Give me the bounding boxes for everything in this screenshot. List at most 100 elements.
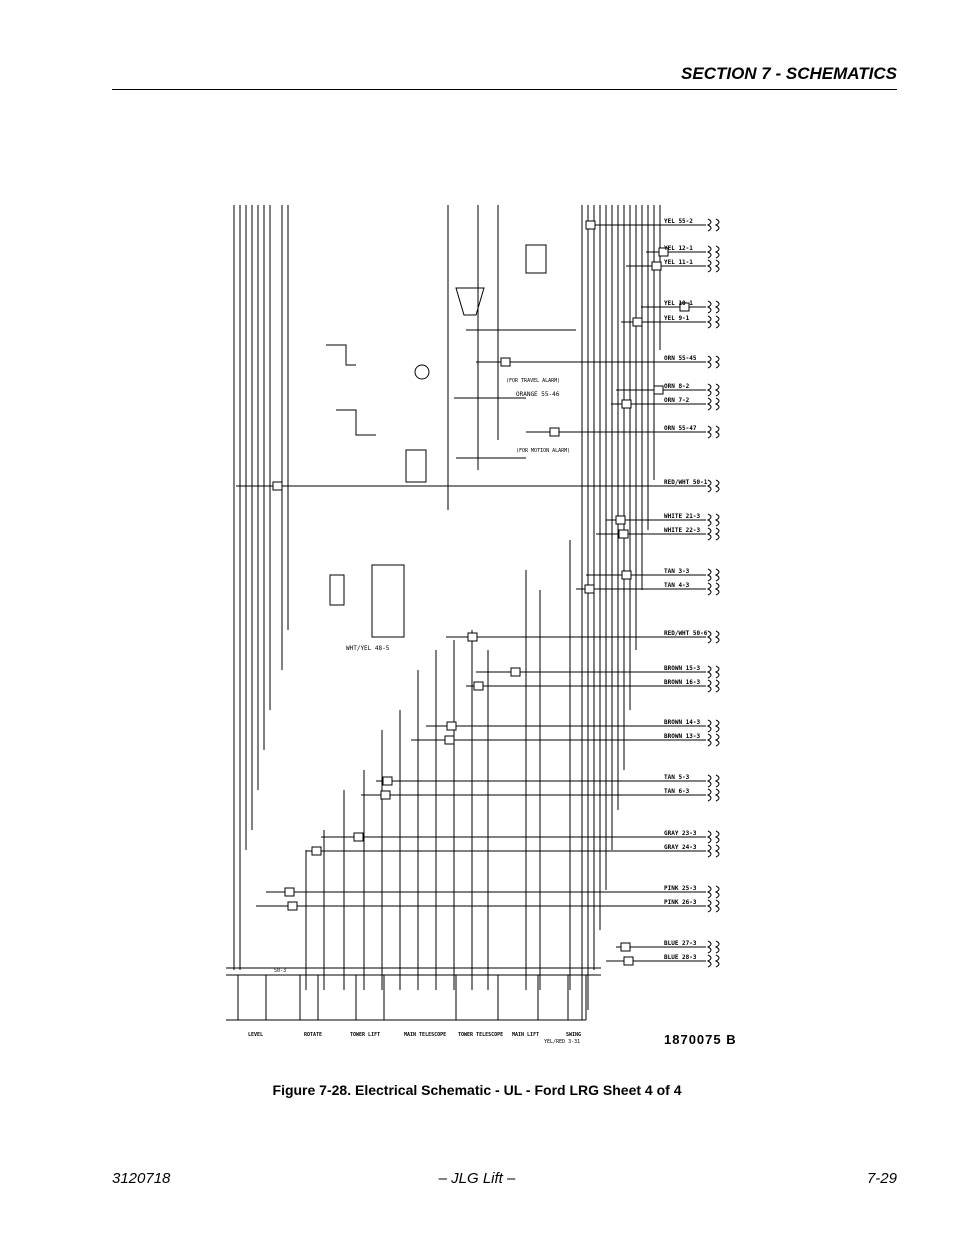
connector-box <box>311 846 322 856</box>
wire-label: WHITE 22-3 <box>664 527 701 534</box>
wire-label: BROWN 15-3 <box>664 665 701 672</box>
connector-box <box>620 942 631 952</box>
wire-label: TAN 4-3 <box>664 582 690 589</box>
wire-label: ORN 55-45 <box>664 355 697 362</box>
wire-label: BROWN 13-3 <box>664 733 701 740</box>
wire-label: WHITE 21-3 <box>664 513 701 520</box>
coil-icon <box>706 315 720 329</box>
connector-box <box>679 302 690 312</box>
horizontal-wires <box>236 224 706 962</box>
bottom-label: MAIN LIFT <box>512 1032 539 1038</box>
wire-label: YEL 55-2 <box>664 218 693 225</box>
bottom-label: SWING <box>566 1032 581 1038</box>
wire-label: ORN 7-2 <box>664 397 690 404</box>
wire-label: YEL 12-1 <box>664 245 693 252</box>
connector-box <box>618 529 629 539</box>
coil-icon <box>706 527 720 541</box>
footer-document-number: 3120718 <box>112 1170 171 1187</box>
wire-label: TAN 3-3 <box>664 568 690 575</box>
coil-icon <box>706 788 720 802</box>
callout-wht-yel: WHT/YEL 48-5 <box>346 645 390 652</box>
wire-label: BLUE 28-3 <box>664 954 697 961</box>
callout-motion-alarm: (FOR MOTION ALARM) <box>516 448 570 454</box>
coil-icon <box>706 844 720 858</box>
wire-label: TAN 5-3 <box>664 774 690 781</box>
connector-box <box>473 681 484 691</box>
connector-box <box>653 385 664 395</box>
coil-icon <box>706 383 720 397</box>
wire-label: PINK 25-3 <box>664 885 697 892</box>
callout-yel-red: YEL/RED 3-31 <box>544 1039 580 1045</box>
wire-label: RED/WHT 50-6 <box>664 630 708 637</box>
wire-label: YEL 9-1 <box>664 315 690 322</box>
connector-box <box>382 776 393 786</box>
footer-brand: – JLG Lift – <box>438 1170 516 1187</box>
callout-travel-alarm: (FOR TRAVEL ALARM) <box>506 378 560 384</box>
connector-box <box>380 790 391 800</box>
connector-box <box>621 570 632 580</box>
coil-icon <box>706 300 720 314</box>
wire-label: GRAY 23-3 <box>664 830 697 837</box>
coil-icon <box>706 665 720 679</box>
coil-icon <box>706 245 720 259</box>
coil-icon <box>706 774 720 788</box>
wire-label: GRAY 24-3 <box>664 844 697 851</box>
coil-icon <box>706 719 720 733</box>
coil-icon <box>706 630 720 644</box>
coil-symbols <box>706 218 720 968</box>
coil-icon <box>706 568 720 582</box>
header-rule <box>112 89 897 90</box>
connector-box <box>623 956 634 966</box>
callout-orange: ORANGE 55-46 <box>516 391 560 398</box>
bottom-label: TOWER LIFT <box>350 1032 380 1038</box>
coil-icon <box>706 885 720 899</box>
figure-caption: Figure 7-28. Electrical Schematic - UL -… <box>272 1082 682 1098</box>
drawing-number: 1870075 B <box>664 1032 737 1047</box>
wire-label: BROWN 14-3 <box>664 719 701 726</box>
connector-box <box>632 317 643 327</box>
wire-label: YEL 11-1 <box>664 259 693 266</box>
bottom-label: MAIN TELESCOPE <box>404 1032 446 1038</box>
coil-icon <box>706 218 720 232</box>
connector-box <box>446 721 457 731</box>
coil-icon <box>706 954 720 968</box>
connector-box <box>510 667 521 677</box>
connector-box <box>272 481 283 491</box>
wire-label: ORN 8-2 <box>664 383 690 390</box>
connector-boxes <box>272 220 690 966</box>
bottom-label: LEVEL <box>248 1032 263 1038</box>
connector-box <box>585 220 596 230</box>
connector-box <box>615 515 626 525</box>
coil-icon <box>706 397 720 411</box>
wire-label: BLUE 27-3 <box>664 940 697 947</box>
bottom-label: ROTATE <box>304 1032 322 1038</box>
connector-box <box>549 427 560 437</box>
section-title: SECTION 7 - SCHEMATICS <box>681 64 897 83</box>
coil-icon <box>706 259 720 273</box>
wire-label: RED/WHT 50-1 <box>664 479 708 486</box>
coil-icon <box>706 425 720 439</box>
coil-icon <box>706 479 720 493</box>
wire-label: PINK 26-3 <box>664 899 697 906</box>
footer-page-number: 7-29 <box>866 1170 897 1187</box>
callout-50-3: 50-3 <box>274 968 286 974</box>
schematic-static-lines <box>226 205 661 1021</box>
coil-icon <box>706 355 720 369</box>
coil-icon <box>706 679 720 693</box>
connector-box <box>353 832 364 842</box>
connector-box <box>444 735 455 745</box>
coil-icon <box>706 899 720 913</box>
connector-box <box>621 399 632 409</box>
connector-box <box>284 887 295 897</box>
connector-box <box>651 261 662 271</box>
wire-label: ORN 55-47 <box>664 425 697 432</box>
coil-icon <box>706 830 720 844</box>
connector-box <box>287 901 298 911</box>
connector-box <box>584 584 595 594</box>
connector-box <box>500 357 511 367</box>
coil-icon <box>706 582 720 596</box>
connector-box <box>658 247 669 257</box>
